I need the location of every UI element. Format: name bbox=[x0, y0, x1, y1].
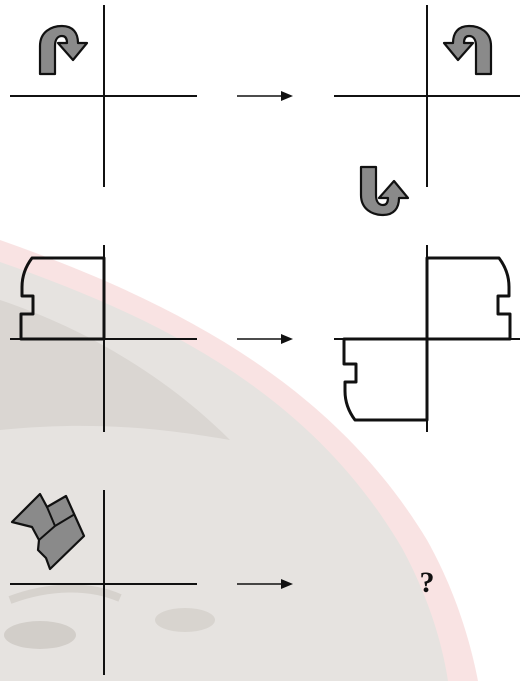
row-1-source-axes bbox=[10, 5, 197, 187]
question-mark: ? bbox=[420, 566, 435, 599]
curved-arrow-icon bbox=[444, 26, 491, 74]
row-1-result-figure-bottom-left bbox=[361, 167, 408, 215]
watermark-face bbox=[0, 262, 448, 681]
row-1-source-figure bbox=[40, 26, 87, 74]
row-2-result-figure-bottom-left bbox=[344, 339, 427, 420]
row-2-result-figure-top-right bbox=[427, 258, 510, 339]
curved-arrow-icon bbox=[40, 26, 87, 74]
curved-arrow-icon bbox=[361, 167, 408, 215]
row-1-result-figure-top-right bbox=[444, 26, 491, 74]
notched-rectangle-icon bbox=[344, 339, 427, 420]
row-2-transform-arrow bbox=[237, 334, 293, 344]
row-1-result-axes bbox=[334, 5, 520, 187]
row-1-transform-arrow bbox=[237, 91, 293, 101]
watermark-eye-left bbox=[4, 621, 76, 649]
row-1 bbox=[10, 5, 520, 215]
watermark-background bbox=[0, 240, 478, 681]
notched-rectangle-icon bbox=[427, 258, 510, 339]
watermark-eye-right bbox=[155, 608, 215, 632]
